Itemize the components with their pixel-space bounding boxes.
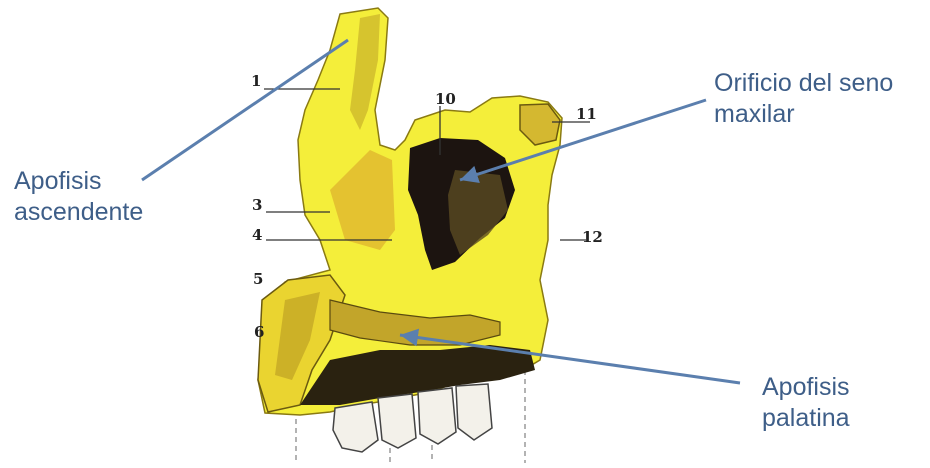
tooth-1 xyxy=(333,402,378,452)
label-orificio-seno-maxilar: Orificio del seno maxilar xyxy=(714,68,893,130)
label-apofisis-ascendente-line2: ascendente xyxy=(14,197,143,228)
label-apofisis-ascendente: Apofisis ascendente xyxy=(14,166,143,228)
label-apofisis-palatina: Apofisis palatina xyxy=(762,372,850,434)
label-orificio-line2: maxilar xyxy=(714,99,893,130)
label-apofisis-palatina-line1: Apofisis xyxy=(762,372,850,403)
marker-10: 10 xyxy=(435,90,456,108)
tooth-2 xyxy=(378,394,416,448)
tooth-4 xyxy=(456,384,492,440)
marker-3: 3 xyxy=(252,196,262,214)
label-orificio-line1: Orificio del seno xyxy=(714,68,893,99)
marker-4: 4 xyxy=(252,226,262,244)
label-apofisis-ascendente-line1: Apofisis xyxy=(14,166,143,197)
marker-5: 5 xyxy=(253,270,263,288)
label-apofisis-palatina-line2: palatina xyxy=(762,403,850,434)
marker-1: 1 xyxy=(251,72,261,90)
marker-12: 12 xyxy=(582,228,603,246)
marker-11: 11 xyxy=(576,105,597,123)
marker-6: 6 xyxy=(254,323,264,341)
tooth-3 xyxy=(418,388,456,444)
